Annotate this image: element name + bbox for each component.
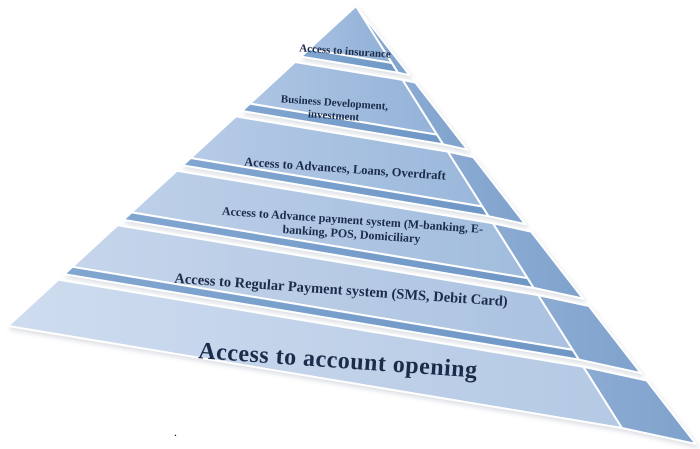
pyramid-level-2-side	[401, 78, 469, 151]
pyramid-level-4	[122, 169, 585, 300]
pyramid-level-5	[63, 224, 642, 375]
pyramid-level-5-side	[537, 294, 642, 375]
pyramid-level-6	[7, 278, 697, 445]
pyramid-level-1	[300, 5, 411, 77]
stray-period-mark: .	[174, 425, 177, 439]
pyramid-level-1-side	[355, 5, 411, 77]
pyramid-level-3	[181, 115, 527, 226]
pyramid-level-3-side	[446, 150, 527, 226]
pyramid-level-6-side	[582, 365, 697, 445]
pyramid-level-2	[240, 61, 469, 151]
pyramid-level-4-side	[492, 222, 585, 300]
